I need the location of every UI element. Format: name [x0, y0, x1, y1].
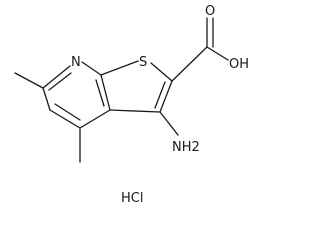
salt-label: HCl: [121, 191, 143, 206]
bond-methyl-c6: [14, 72, 44, 89]
bond-c6-n: [42, 65, 71, 89]
bond-n-c7a: [81, 61, 102, 76]
atom-s-ring: S: [139, 55, 147, 70]
bond-c2-cooh: [171, 46, 208, 82]
bond-c-oh: [206, 46, 229, 61]
bond-c5-c4-double: [54, 103, 81, 121]
chemical-structure-diagram: N S O OH NH2 HCl: [14, 4, 249, 206]
bond-c5-c4: [49, 109, 81, 129]
bond-c3-nh2: [159, 111, 179, 136]
atom-carbonyl-o: O: [205, 4, 215, 19]
atom-n-ring: N: [71, 55, 81, 70]
atom-labels: N S O OH NH2 HCl: [71, 4, 249, 206]
bond-c7a-s: [100, 60, 139, 76]
bond-c6-n-double: [48, 72, 72, 91]
bond-c2-c3: [159, 80, 173, 113]
atom-amino: NH2: [172, 140, 200, 155]
bond-c3a-c7a-double: [95, 79, 105, 107]
bond-c2-c3-double: [154, 81, 166, 109]
bond-c4-c3a: [79, 109, 111, 129]
bond-s-c2: [150, 62, 173, 82]
bond-c3-c3a: [109, 109, 161, 113]
bonds: [14, 17, 229, 163]
bond-c3a-c7a: [100, 74, 111, 111]
atom-hydroxyl: OH: [229, 57, 249, 72]
bond-c6-c5: [42, 87, 51, 111]
